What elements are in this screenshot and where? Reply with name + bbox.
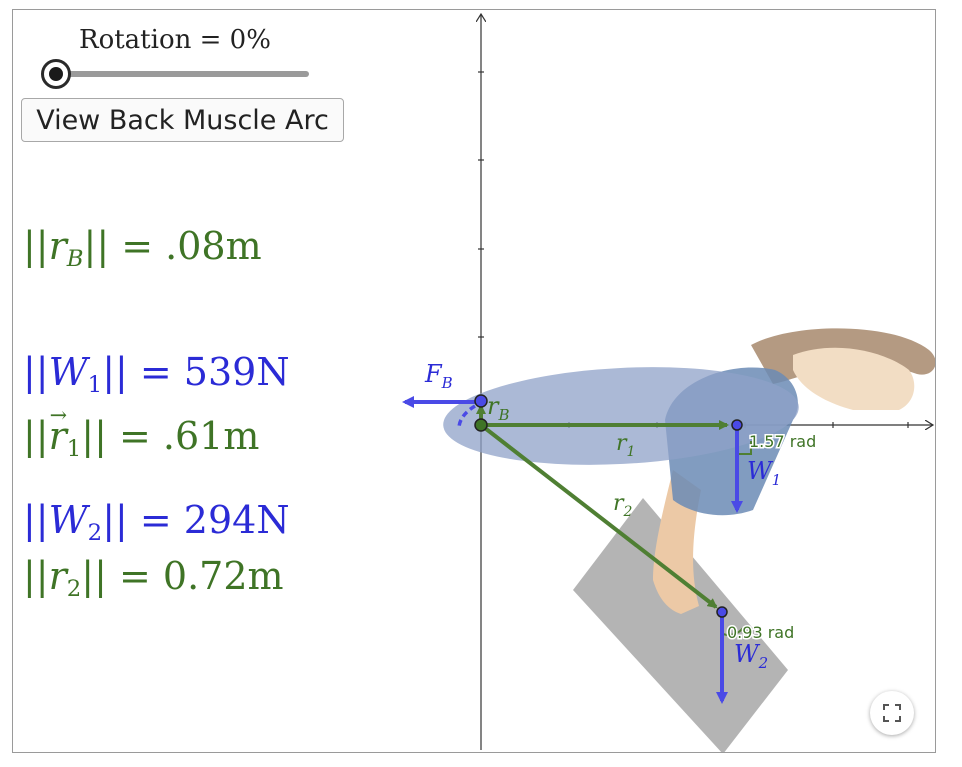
equation-rB: ||rB|| = .08m — [23, 224, 262, 272]
fullscreen-icon — [883, 704, 901, 722]
view-back-muscle-arc-button[interactable]: View Back Muscle Arc — [21, 98, 344, 142]
rotation-slider-label: Rotation = 0% — [79, 25, 271, 55]
angle-marker-1 — [737, 441, 752, 455]
torso-shape — [443, 367, 799, 465]
force-vectors — [402, 396, 743, 704]
label-W2: W2 — [734, 640, 768, 672]
angle-markers — [722, 441, 752, 636]
angle-label-1: 1.57 rad — [749, 432, 816, 451]
vector-r2 — [479, 423, 718, 609]
point-origin — [474, 418, 488, 432]
equation-r1: ||r1|| = .61m — [23, 403, 259, 462]
equation-r2: ||r2|| = 0.72m — [23, 554, 284, 602]
equation-W2: ||W2|| = 294N — [23, 498, 290, 546]
label-FB: FB — [424, 360, 453, 392]
angle-marker-2 — [722, 627, 744, 636]
diagram-labels: FB rB r1 r2 W1 W2 1.57 rad 0.93 rad — [424, 360, 818, 672]
label-W1: W1 — [747, 457, 781, 489]
box-shape — [573, 498, 788, 752]
label-r2: r2 — [613, 491, 633, 520]
muscle-arc — [457, 404, 476, 429]
label-r1: r1 — [616, 431, 635, 460]
person-figure — [443, 328, 935, 614]
geogebra-applet: FB rB r1 r2 W1 W2 1.57 rad 0.93 rad Rota… — [12, 9, 936, 753]
point-W1 — [731, 419, 743, 431]
points — [474, 394, 743, 618]
angle-label-2: 0.93 rad — [727, 623, 794, 642]
point-W2 — [716, 606, 728, 618]
equation-W1: ||W1|| = 539N — [23, 350, 290, 398]
label-rB: rB — [487, 392, 510, 424]
point-B — [474, 394, 488, 408]
rotation-slider-knob[interactable] — [41, 59, 71, 89]
rotation-slider-track[interactable] — [55, 71, 309, 77]
diagram-canvas: FB rB r1 r2 W1 W2 1.57 rad 0.93 rad — [402, 10, 935, 752]
fullscreen-button[interactable] — [870, 691, 914, 735]
head-shape — [793, 347, 915, 410]
